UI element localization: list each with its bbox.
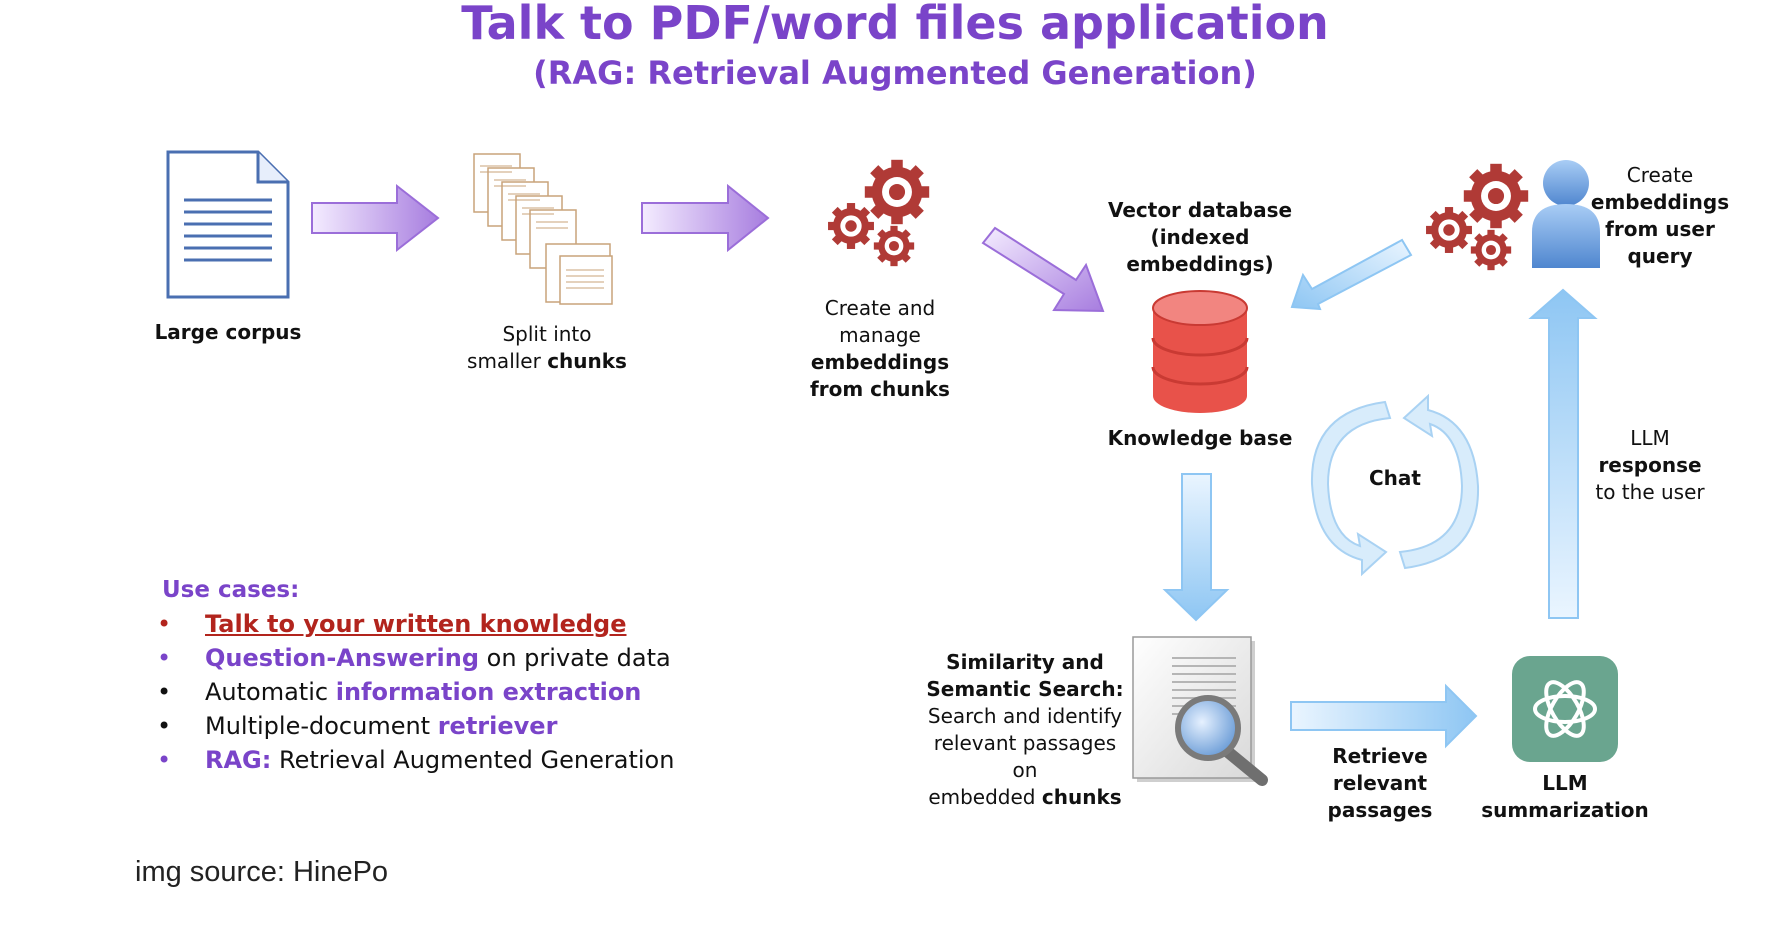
page-title: Talk to PDF/word files application bbox=[461, 0, 1329, 50]
corpus-label: Large corpus bbox=[154, 320, 302, 344]
document-icon bbox=[166, 150, 290, 299]
use-case-link[interactable]: Talk to your written knowledge bbox=[205, 610, 627, 638]
llm-response-label: LLM response to the user bbox=[1595, 426, 1705, 504]
vector-db-label: Vector database (indexed embeddings) bbox=[1107, 198, 1293, 276]
user-icon bbox=[1532, 160, 1600, 268]
chat-cycle-icon bbox=[1310, 393, 1480, 577]
arrow-search-to-llm bbox=[1290, 683, 1478, 749]
database-icon bbox=[1151, 290, 1249, 413]
search-label: Similarity and Semantic Search: Search a… bbox=[926, 650, 1124, 809]
use-cases-heading: Use cases: bbox=[162, 577, 300, 603]
arrow-corpus-to-chunks bbox=[311, 183, 440, 253]
gears-query-icon bbox=[1426, 163, 1529, 271]
gears-embeddings-icon bbox=[828, 159, 930, 267]
embeddings-chunks-label: Create and manage embeddings from chunks bbox=[810, 296, 950, 401]
page-subtitle: (RAG: Retrieval Augmented Generation) bbox=[533, 54, 1257, 92]
arrow-query-to-db bbox=[1290, 238, 1413, 311]
chunks-label: Split into smaller chunks bbox=[467, 322, 627, 373]
retrieve-label: Retrieve relevant passages bbox=[1327, 744, 1433, 822]
embeddings-query-label: Create embeddings from user query bbox=[1590, 163, 1730, 268]
arrow-embeddings-to-db bbox=[981, 226, 1105, 313]
llm-logo-icon bbox=[1512, 656, 1618, 762]
chat-label: Chat bbox=[1369, 466, 1421, 490]
llm-summary-label: LLM summarization bbox=[1481, 771, 1649, 822]
arrow-chunks-to-embeddings bbox=[641, 183, 770, 253]
image-source-caption: img source: HinePo bbox=[135, 856, 389, 888]
search-document-icon bbox=[1132, 636, 1268, 786]
arrow-db-to-search bbox=[1162, 473, 1230, 622]
chunks-stack-icon bbox=[473, 153, 613, 305]
arrow-llm-to-user bbox=[1528, 288, 1598, 619]
knowledge-base-label: Knowledge base bbox=[1107, 426, 1293, 450]
